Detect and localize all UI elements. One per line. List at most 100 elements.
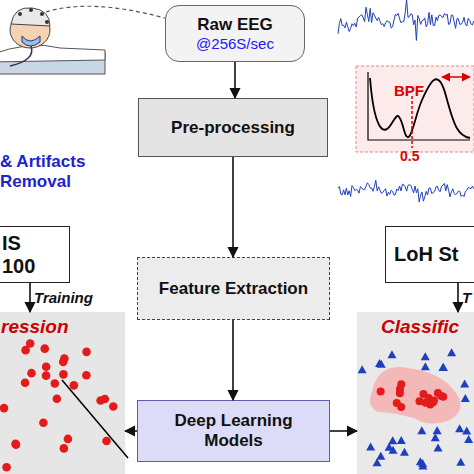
data-triangle [439,363,448,371]
data-triangle [376,452,385,460]
node-title: Feature Extraction [159,279,308,299]
data-triangle [438,363,447,371]
lead-wire [46,6,165,18]
data-point [60,444,69,453]
regression-line [62,380,128,458]
data-triangle [455,424,464,432]
data-triangle [431,433,440,441]
eeg-waveform [338,180,474,202]
class-triangles [358,348,474,469]
electrode [40,12,44,16]
data-point [27,369,36,378]
data-triangle [388,446,397,454]
data-point [60,354,69,363]
data-triangle [456,458,465,466]
data-triangle [461,394,470,402]
data-point [415,397,423,405]
target-box: LoH St [385,226,474,283]
filter-label: BPF [394,82,444,99]
cutoff-value: 0.5 [400,148,440,164]
data-triangle [460,379,469,387]
input-box: Raw EEG@256S/sec [165,5,305,62]
data-point [429,398,437,406]
flow-arrow [125,430,137,432]
eeg-cap [11,8,50,26]
data-triangle [375,359,384,367]
node-subtitle: @256S/sec [196,35,274,52]
data-point [0,404,8,413]
data-point [82,371,91,380]
data-triangle [358,365,367,373]
data-triangle [373,458,382,466]
band-arrow [442,76,470,78]
raw-eeg-trace [338,0,474,40]
process-box: Feature Extraction [137,257,330,320]
node-title: ression [1,316,69,338]
data-triangle [400,448,409,456]
node-title: Deep Learning Models [159,411,309,450]
plot-axes [368,72,470,140]
data-point [419,390,427,398]
flow-arrow [457,283,459,312]
data-triangle [377,360,386,368]
node-title: Pre-processing [171,118,295,138]
data-point [59,358,68,367]
data-point [393,399,401,407]
output-panel: ression [0,312,125,474]
data-point [397,380,405,388]
regression-points [0,339,118,471]
step-note: & Artifacts Removal [0,152,100,191]
data-point [42,362,51,371]
model-box: Deep Learning Models [137,400,330,462]
process-box: Pre-processing [138,98,328,157]
data-point [64,435,73,444]
bpf-plot [356,66,474,152]
data-triangle [418,459,427,467]
patient-head [10,12,50,48]
data-triangle [418,462,427,470]
class-region [370,367,461,424]
flow-arrow [232,157,234,257]
data-point [439,393,447,401]
node-title: LoH St [394,243,458,266]
data-point [437,392,445,400]
class-points [377,380,448,411]
data-triangle [417,426,426,434]
patient-illustration [0,6,165,74]
data-point [101,395,110,404]
oxygen-mask [22,36,40,46]
data-triangle [387,350,396,358]
data-point [377,387,385,395]
data-point [53,394,62,403]
node-title: Classific [381,316,459,338]
flow-arrow [232,320,234,400]
data-point [21,378,30,387]
data-triangle [385,443,394,451]
tube [10,46,32,66]
data-point [430,397,438,405]
data-triangle [464,435,473,443]
bpf-panel [356,66,474,152]
data-point [109,402,118,411]
data-point [39,418,48,427]
data-point [397,403,405,411]
data-point [11,439,20,448]
flow-arrow [330,430,357,432]
data-point [51,379,60,388]
data-point [42,371,51,380]
flow-arrow [29,283,31,312]
data-point [26,339,35,348]
electrode [45,20,49,24]
output-panel: Classific [357,312,474,474]
data-point [426,400,434,408]
data-point [425,394,433,402]
node-title: Raw EEG [197,15,273,35]
eeg-waveform [338,0,474,40]
electrode [29,8,33,12]
data-triangle [397,436,406,444]
data-point [102,437,111,446]
data-point [21,346,30,355]
data-triangle [366,443,375,451]
